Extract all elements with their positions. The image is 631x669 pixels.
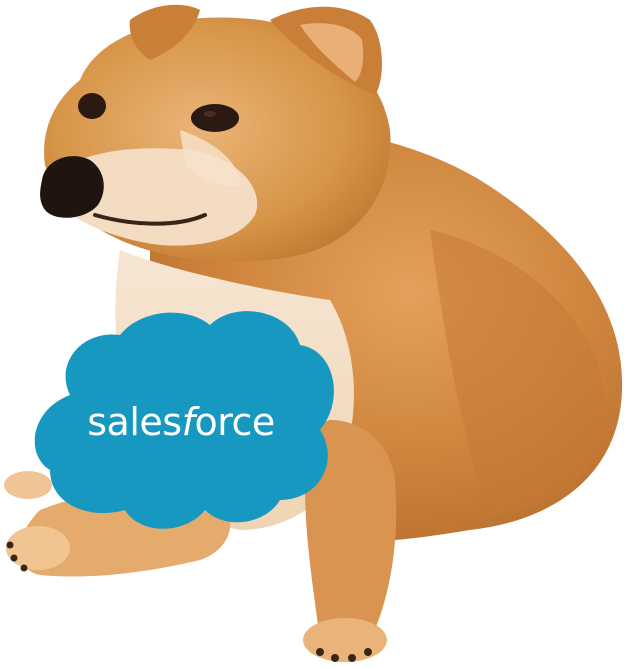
dog-paw-right [303, 618, 387, 662]
salesforce-cloud-logo [34, 311, 334, 529]
logo-word-part3: orce [194, 400, 275, 444]
dog-paw-left [6, 526, 70, 570]
dog-eye-left [78, 93, 106, 119]
dog-back-paw [4, 471, 52, 499]
dog-hip [430, 230, 606, 515]
dog-front-leg-right [305, 420, 397, 640]
logo-word-part2: f [181, 400, 195, 444]
salesforce-logo-text: salesforce [66, 400, 296, 444]
dog-ear-left [129, 4, 200, 60]
dog-eye-right [191, 104, 239, 132]
logo-word-part1: sales [87, 400, 182, 444]
dog-nose [40, 156, 104, 218]
